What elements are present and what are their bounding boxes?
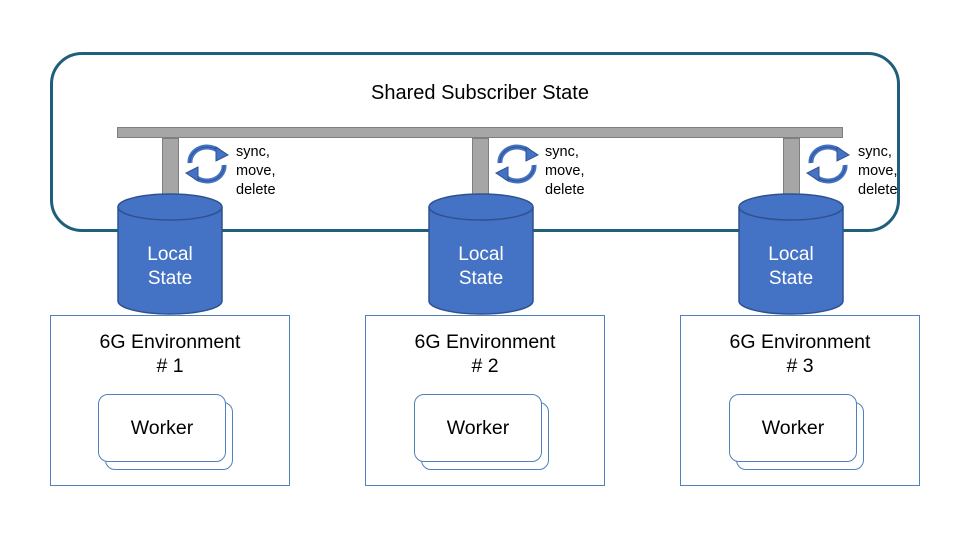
shared-state-bus [117,127,843,138]
environment-box-2: 6G Environment# 2 Worker [365,315,605,486]
sync-move-delete-label-2: sync,move,delete [545,144,585,198]
connector-pillar-3 [783,138,800,200]
environment-box-3: 6G Environment# 3 Worker [680,315,920,486]
environment-title: 6G Environment# 3 [729,331,871,377]
local-state-cylinder-3 [738,193,844,315]
connector-pillar-2 [472,138,489,200]
worker-card: Worker [729,394,857,462]
connector-pillar-1 [162,138,179,200]
worker-card: Worker [98,394,226,462]
environment-box-1: 6G Environment# 1 Worker [50,315,290,486]
sync-icon [185,144,229,184]
local-state-cylinder-2 [428,193,534,315]
shared-subscriber-state-title: Shared Subscriber State [371,82,589,104]
environment-title: 6G Environment# 2 [414,331,556,377]
environment-title: 6G Environment# 1 [99,331,241,377]
local-state-cylinder-1 [117,193,223,315]
sync-move-delete-label-1: sync,move,delete [236,144,276,198]
sync-icon [495,144,539,184]
sync-icon [806,144,850,184]
sync-move-delete-label-3: sync,move,delete [858,144,898,198]
worker-card: Worker [414,394,542,462]
